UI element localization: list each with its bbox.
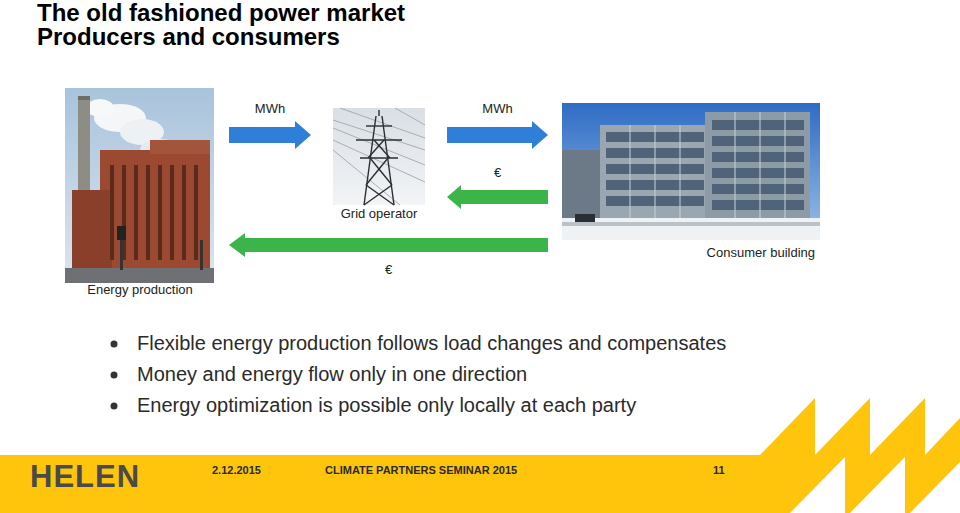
decor-cutouts: [790, 457, 960, 513]
bullet-dots: [111, 341, 118, 410]
bullet-text: Money and energy flow only in one direct…: [137, 363, 527, 385]
grid-node: Grid operator: [325, 108, 433, 224]
pylon-photo: [333, 108, 425, 205]
bullet-text: Energy optimization is possible only loc…: [137, 394, 636, 416]
node-caption: Energy production: [87, 282, 193, 298]
flow-label: MWh: [480, 101, 514, 116]
footer-date: 2.12.2015: [212, 463, 261, 477]
slide-title: The old fashioned power market: [37, 0, 405, 25]
slide-subtitle: Producers and consumers: [37, 24, 340, 49]
footer-event: CLIMATE PARTNERS SEMINAR 2015: [325, 463, 517, 477]
power-plant-photo: [65, 88, 214, 283]
flow-label: €: [383, 262, 394, 277]
page-number: 11: [713, 463, 725, 477]
office-building-photo: [562, 103, 820, 240]
consumer-node: Consumer building: [562, 103, 820, 263]
producer-node: Energy production: [65, 88, 215, 300]
bullet-text: Flexible energy production follows load …: [137, 332, 726, 354]
flow-arrow: [229, 233, 548, 257]
node-caption: Consumer building: [707, 245, 815, 261]
logo-text: HELEN: [30, 461, 140, 493]
node-caption: Grid operator: [341, 206, 418, 222]
flow-arrow: [229, 121, 311, 149]
flow-arrow: [447, 121, 548, 149]
flow-arrow: [447, 185, 548, 209]
flow-label: €: [492, 165, 503, 180]
flow-label: MWh: [253, 101, 287, 116]
